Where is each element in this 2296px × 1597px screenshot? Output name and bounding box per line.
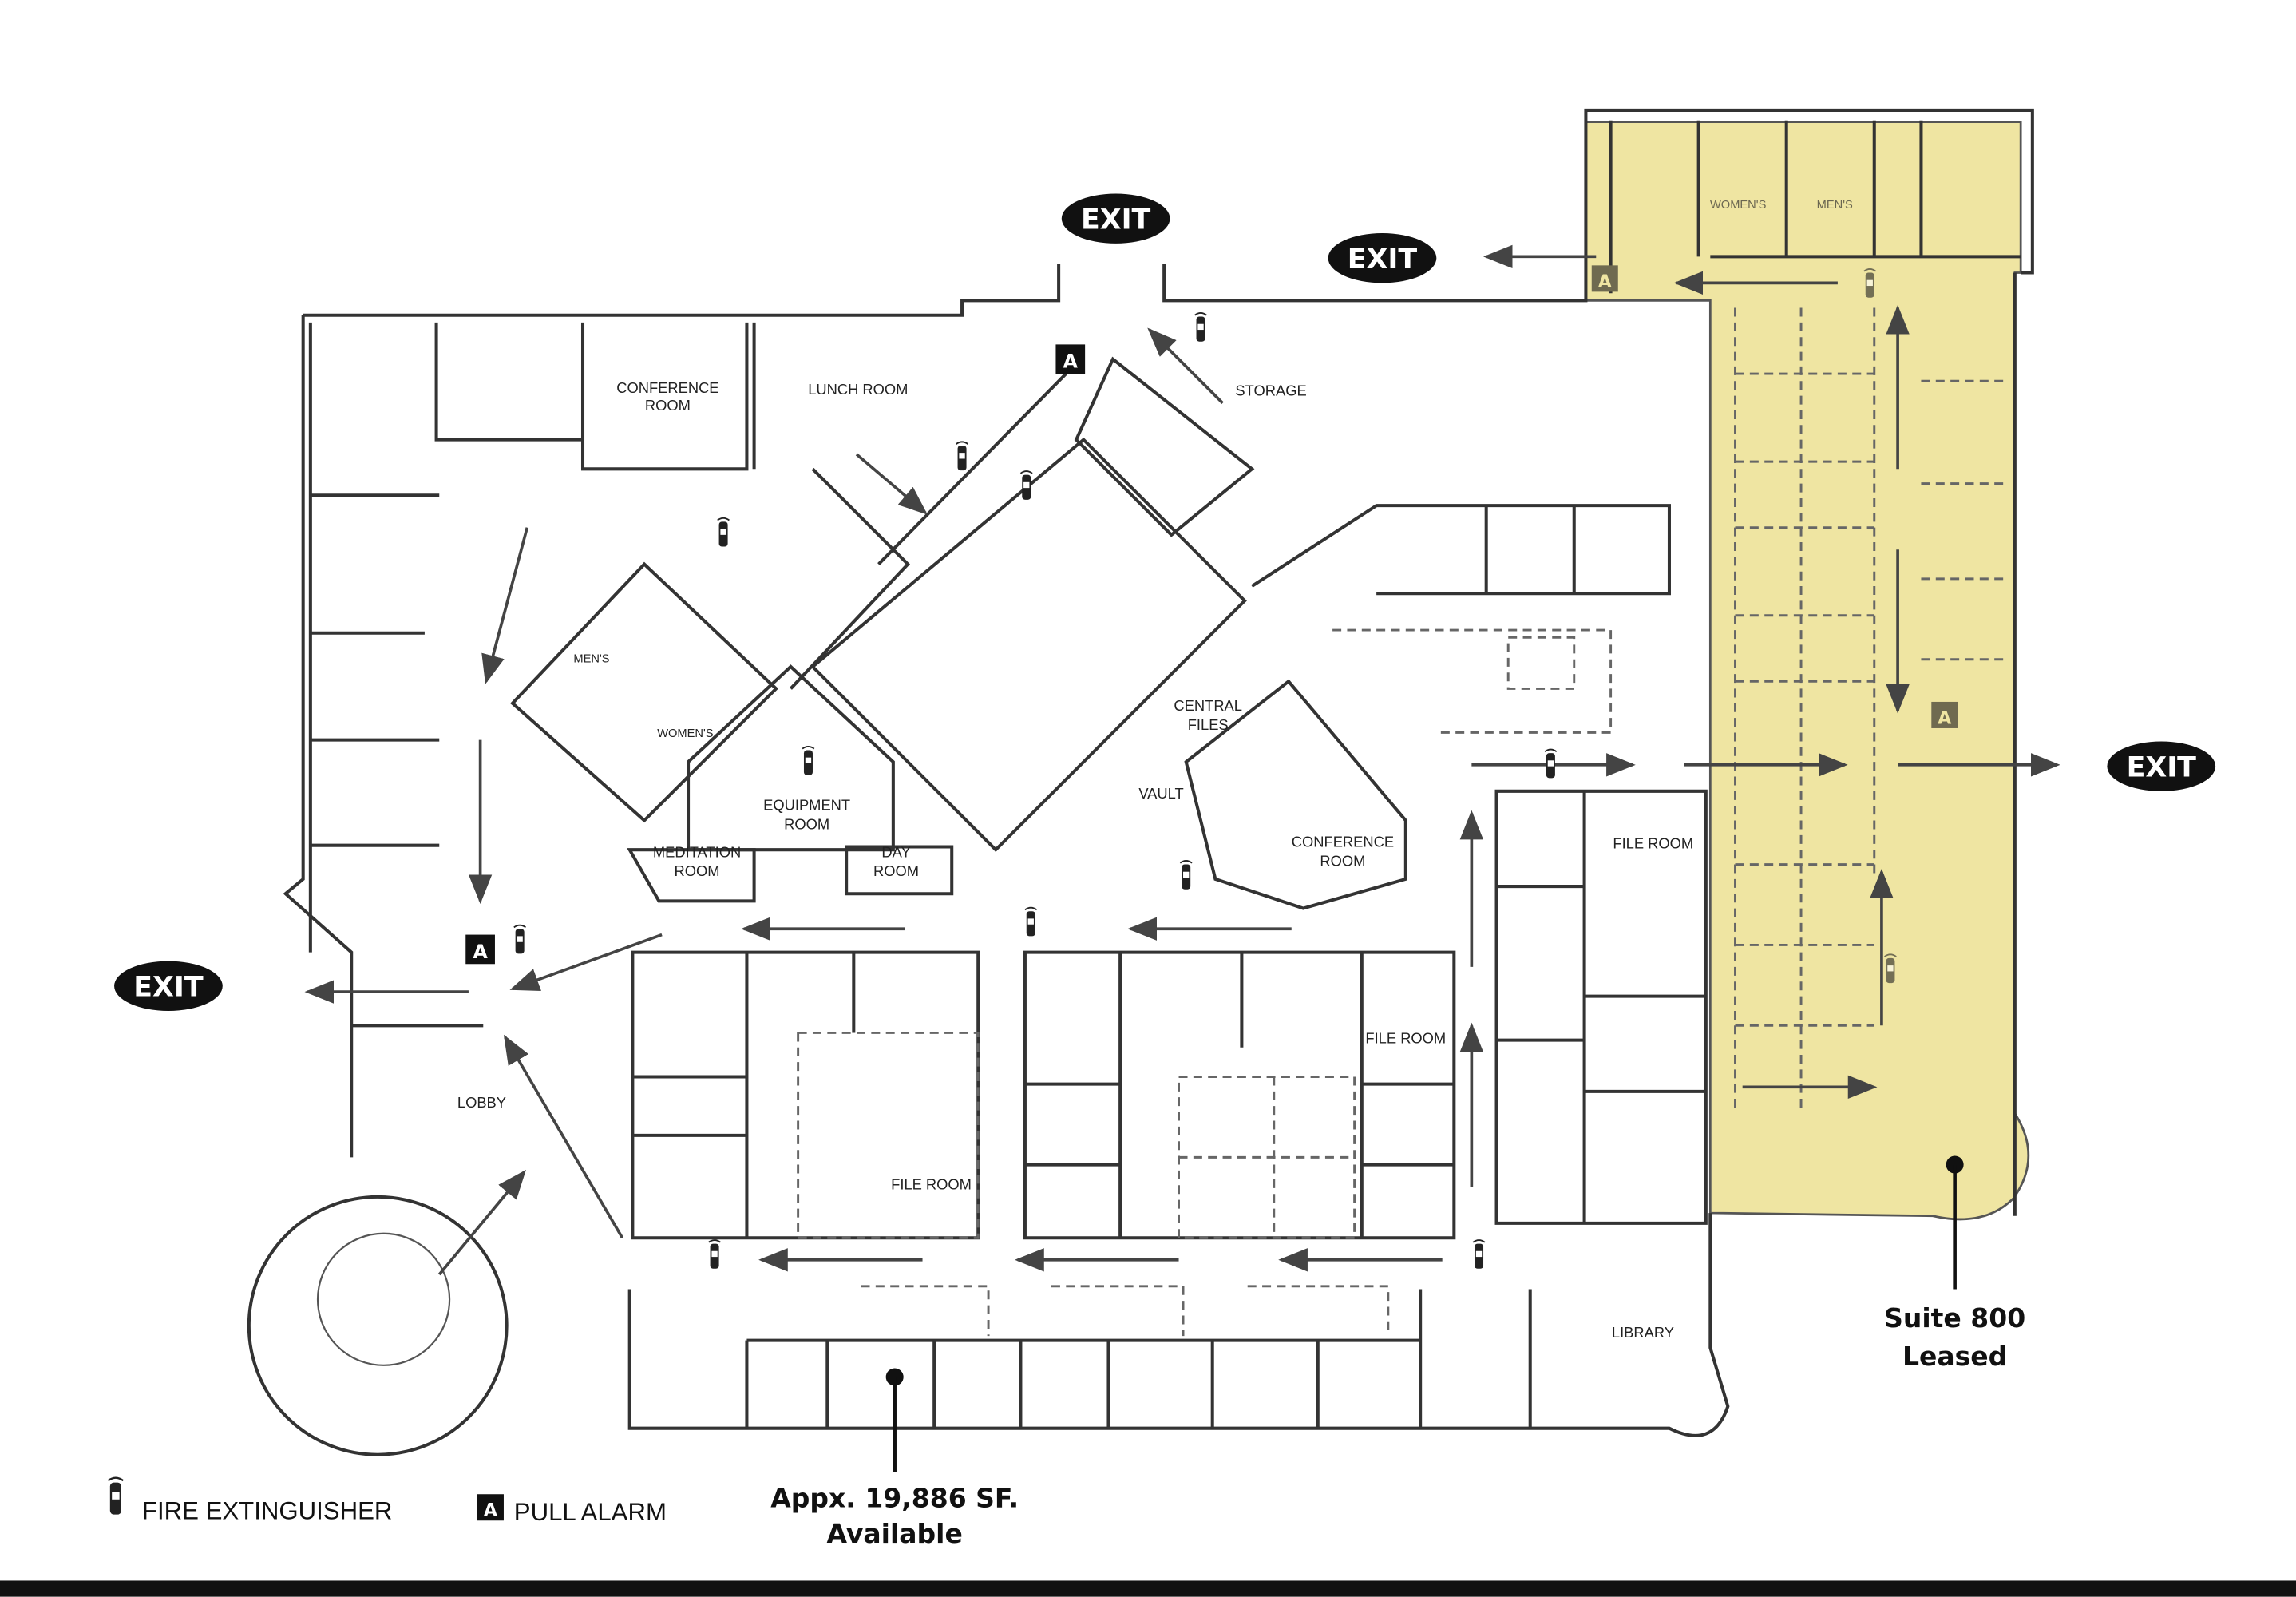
room-label-conference: ROOM <box>645 397 691 414</box>
room-label-suite-mens: MEN'S <box>1817 199 1853 212</box>
room-label-mens: MEN'S <box>573 652 609 665</box>
exit-label: EXIT <box>2127 751 2197 783</box>
fire-extinguisher-icon <box>1472 1239 1486 1270</box>
room-label-meditation: MEDITATION <box>653 843 741 860</box>
svg-text:Suite 800: Suite 800 <box>1884 1302 2025 1333</box>
room-label-womens: WOMEN'S <box>657 727 714 740</box>
fire-extinguisher-icon <box>1194 312 1208 343</box>
room-label-conference: ROOM <box>1320 852 1365 869</box>
room-label-lobby: LOBBY <box>457 1094 506 1111</box>
room-label-day-room: ROOM <box>873 862 919 879</box>
exit-label: EXIT <box>1081 204 1151 236</box>
fire-extinguisher-icon <box>1024 906 1038 937</box>
legend-fire-extinguisher: FIRE EXTINGUISHER <box>142 1496 393 1524</box>
pull-alarm-icon: A <box>465 934 495 965</box>
interior-walls <box>308 120 2021 1429</box>
pull-alarm-icon: A <box>1591 265 1618 292</box>
fire-extinguisher-icon <box>1544 748 1558 779</box>
room-label-vault: VAULT <box>1138 785 1183 802</box>
svg-text:A: A <box>473 941 488 963</box>
suite-800-leased-area <box>1585 121 2030 1221</box>
legend-pull-alarm: PULL ALARM <box>514 1498 667 1526</box>
building-outline <box>283 108 2034 1437</box>
svg-text:A: A <box>1598 272 1612 292</box>
room-label-file-room: FILE ROOM <box>1613 834 1693 851</box>
fire-extinguisher-icon <box>716 517 730 548</box>
svg-text:A: A <box>484 1501 497 1521</box>
room-label-library: LIBRARY <box>1612 1324 1674 1341</box>
exit-label: EXIT <box>133 972 204 1004</box>
room-label-suite-womens: WOMEN'S <box>1710 199 1767 212</box>
room-label-meditation: ROOM <box>675 862 720 879</box>
fire-extinguisher-icon <box>1179 860 1193 890</box>
exit-sign-left: EXIT <box>114 961 223 1011</box>
room-label-equipment: ROOM <box>784 816 829 833</box>
room-label-conference: CONFERENCE <box>1292 834 1394 850</box>
room-label-file-room: FILE ROOM <box>891 1176 972 1193</box>
pull-alarm-icon: A <box>1931 701 1958 728</box>
workstation-outlines <box>797 307 2009 1337</box>
room-label-file-room: FILE ROOM <box>1365 1029 1446 1046</box>
exit-label: EXIT <box>1348 244 1418 275</box>
round-conference-room <box>247 1195 509 1456</box>
fire-extinguisher-icon <box>1019 470 1034 501</box>
legend: FIRE EXTINGUISHER A PULL ALARM <box>107 1476 667 1526</box>
svg-text:Leased: Leased <box>1902 1341 2007 1372</box>
room-label-lunch-room: LUNCH ROOM <box>808 381 908 398</box>
room-label-day-room: DAY <box>881 843 910 860</box>
exit-sign-top-right: EXIT <box>1328 233 1437 283</box>
room-label-storage: STORAGE <box>1235 382 1306 399</box>
exit-sign-right: EXIT <box>2107 741 2216 791</box>
fire-extinguishers <box>513 268 1898 1270</box>
svg-text:A: A <box>1938 708 1951 728</box>
room-label-central-files: CENTRAL <box>1174 697 1242 714</box>
exit-sign-top: EXIT <box>1061 193 1170 244</box>
fire-extinguisher-icon <box>513 924 527 955</box>
pull-alarm-icon: A <box>477 1494 504 1521</box>
fire-extinguisher-icon <box>802 745 815 776</box>
fire-extinguisher-icon <box>107 1476 125 1516</box>
svg-text:A: A <box>1063 351 1079 373</box>
round-table <box>316 1232 451 1366</box>
svg-text:Appx. 19,886 SF.: Appx. 19,886 SF. <box>770 1483 1019 1514</box>
bottom-border-bar <box>0 1580 2296 1597</box>
fire-extinguisher-icon <box>955 441 969 472</box>
fire-extinguisher-icon <box>707 1239 722 1270</box>
callout-available-space: Appx. 19,886 SF. Available <box>770 1368 1019 1549</box>
callout-suite-800: Suite 800 Leased <box>1884 1155 2025 1372</box>
pull-alarm-icon: A <box>1055 344 1086 374</box>
room-label-conference: CONFERENCE <box>616 379 718 396</box>
room-label-central-files: FILES <box>1188 716 1229 733</box>
room-label-equipment: EQUIPMENT <box>763 797 850 814</box>
egress-arrows <box>304 244 2060 1276</box>
room-labels: CONFERENCE ROOM LUNCH ROOM STORAGE MEN'S… <box>457 199 1853 1341</box>
svg-text:Available: Available <box>827 1518 963 1549</box>
